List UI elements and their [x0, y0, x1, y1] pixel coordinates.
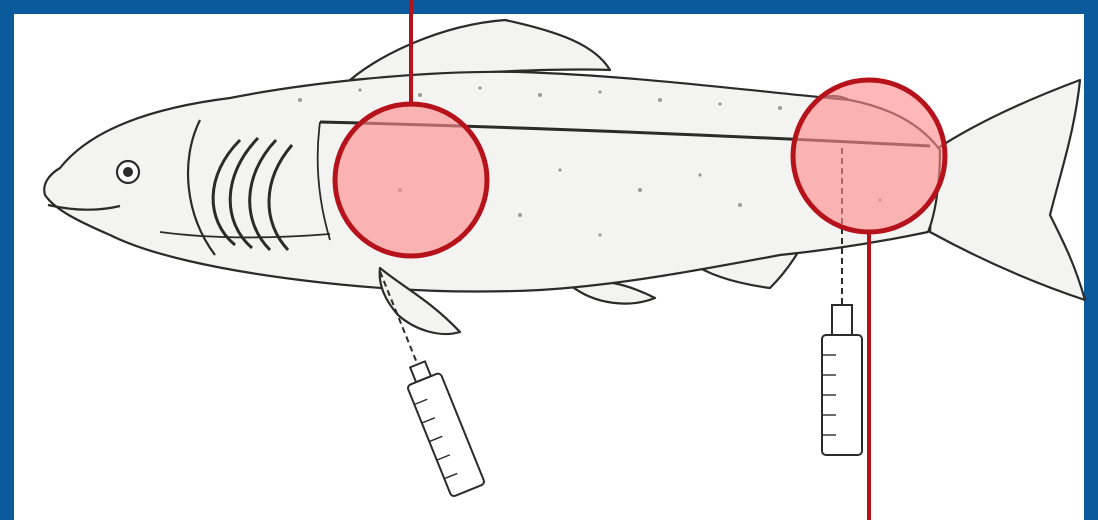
highlight-intraperitoneal-site — [335, 104, 487, 256]
tail-fin — [930, 80, 1085, 300]
pupil — [123, 167, 133, 177]
syringe-hub — [832, 305, 852, 335]
highlight-caudal-vein-site — [793, 80, 945, 232]
